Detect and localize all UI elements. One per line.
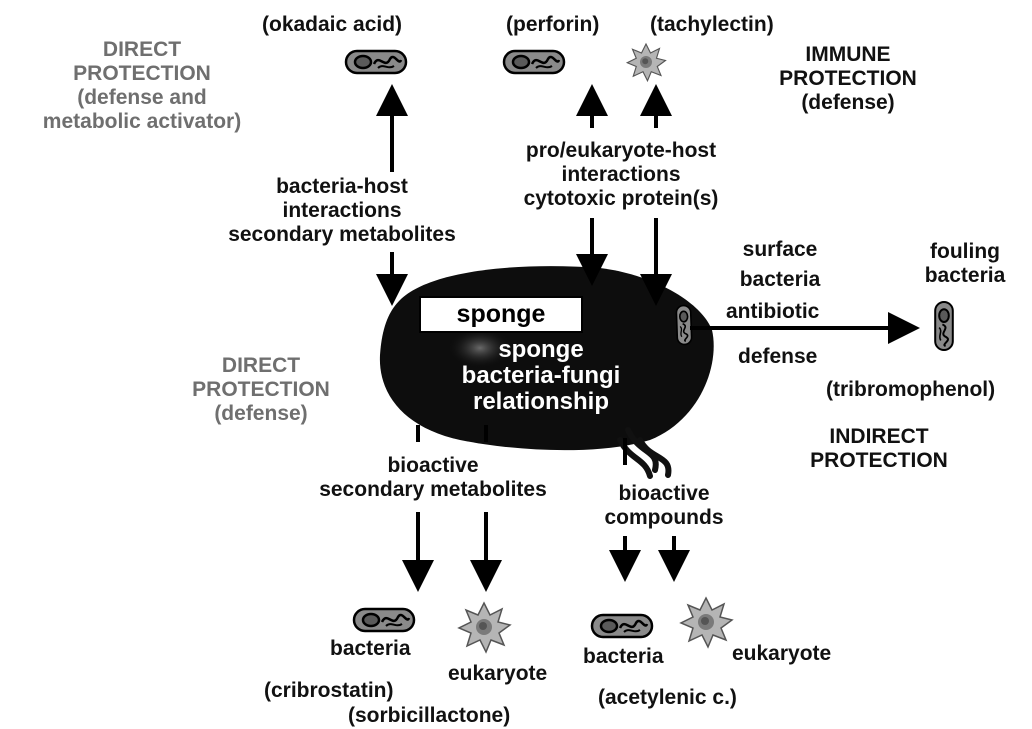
indirect-protection: INDIRECT PROTECTION xyxy=(782,425,976,473)
direct-protection-mid: DIRECT PROTECTION (defense) xyxy=(182,354,340,426)
tribromophenol-label: (tribromophenol) xyxy=(826,378,995,402)
bacterium-icon xyxy=(504,51,564,73)
surface-bacteria-label: surface bacteria xyxy=(720,238,840,292)
bacteria-left-label: bacteria xyxy=(330,637,411,661)
fouling-bacteria-label: fouling bacteria xyxy=(906,240,1024,288)
sorbicillactone-label: (sorbicillactone) xyxy=(348,704,510,728)
bacterium-icon xyxy=(592,615,652,637)
eukaryote-icon xyxy=(681,598,732,647)
defense-label: defense xyxy=(738,345,817,369)
okadaic-acid-label: (okadaic acid) xyxy=(262,13,402,37)
immune-protection: IMMUNE PROTECTION (defense) xyxy=(740,43,956,115)
eukaryote-left-label: eukaryote xyxy=(448,662,547,686)
sponge-relationship-label: sponge bacteria-fungi relationship xyxy=(436,337,646,415)
eukaryote-icon xyxy=(459,603,510,652)
eukaryote-icon xyxy=(627,44,665,81)
bacteria-right-label: bacteria xyxy=(583,645,664,669)
surface-bacterium-icon xyxy=(676,305,692,344)
bacteria-host-interactions: bacteria-host interactions secondary met… xyxy=(196,175,488,247)
antibiotic-label: antibiotic xyxy=(726,300,819,324)
tachylectin-label: (tachylectin) xyxy=(650,13,774,37)
fouling-bacterium-icon xyxy=(935,302,953,350)
bioactive-secondary-metabolites: bioactive secondary metabolites xyxy=(300,454,566,502)
cribrostatin-label: (cribrostatin) xyxy=(264,679,394,703)
bacterium-icon xyxy=(346,51,406,73)
direct-protection-top: DIRECT PROTECTION (defense and metabolic… xyxy=(16,38,268,134)
bioactive-compounds: bioactive compounds xyxy=(582,482,746,530)
bacterium-icon xyxy=(354,609,414,631)
pro-eukaryote-host-interactions: pro/eukaryote-host interactions cytotoxi… xyxy=(494,139,748,211)
perforin-label: (perforin) xyxy=(506,13,599,37)
acetylenic-label: (acetylenic c.) xyxy=(598,686,737,710)
sponge-title-box: sponge xyxy=(419,296,583,333)
eukaryote-right-label: eukaryote xyxy=(732,642,831,666)
